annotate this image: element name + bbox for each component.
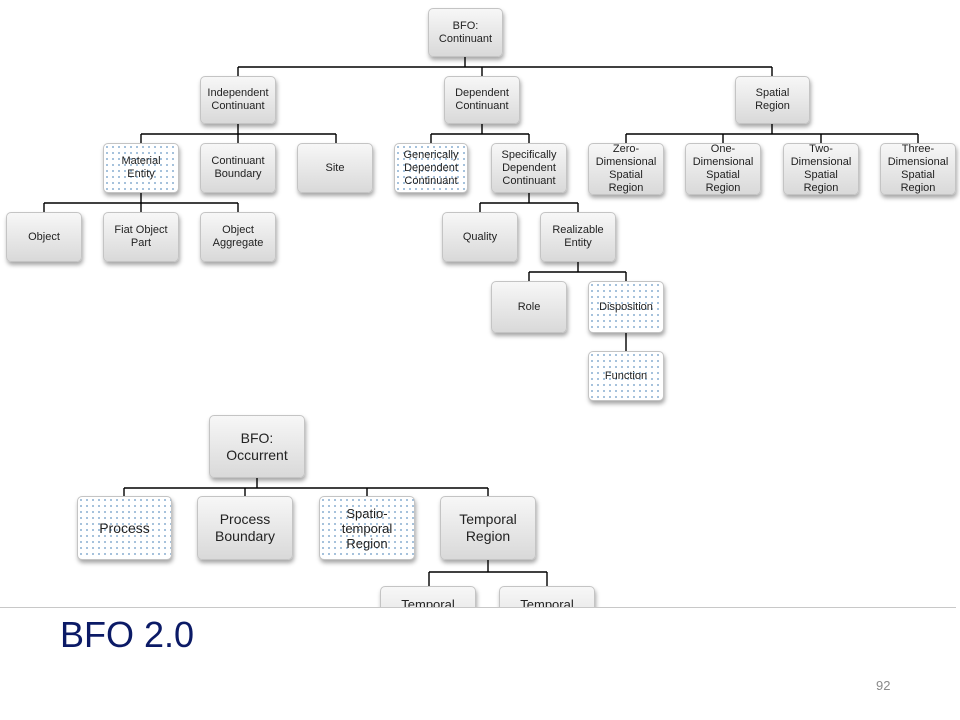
- node-temporal-a: Temporal: [380, 586, 476, 607]
- node-temporal-region: Temporal Region: [440, 496, 536, 560]
- node-fiat-object-part: Fiat Object Part: [103, 212, 179, 262]
- node-one-dimensional-spatial-region: One- Dimensional Spatial Region: [685, 143, 761, 195]
- node-specifically-dependent-continuant: Specifically Dependent Continuant: [491, 143, 567, 193]
- node-temporal-b: Temporal: [499, 586, 595, 607]
- node-object-aggregate: Object Aggregate: [200, 212, 276, 262]
- node-dependent-continuant: Dependent Continuant: [444, 76, 520, 124]
- slide-number: 92: [876, 678, 891, 693]
- node-independent-continuant: Independent Continuant: [200, 76, 276, 124]
- node-zero-dimensional-spatial-region: Zero- Dimensional Spatial Region: [588, 143, 664, 195]
- node-two-dimensional-spatial-region: Two- Dimensional Spatial Region: [783, 143, 859, 195]
- node-disposition: Disposition: [588, 281, 664, 333]
- node-bfo-occurrent: BFO: Occurrent: [209, 415, 305, 478]
- node-generically-dependent-continuant: Generically Dependent Continuant: [394, 143, 468, 193]
- node-spatial-region: Spatial Region: [735, 76, 810, 124]
- node-continuant-boundary: Continuant Boundary: [200, 143, 276, 193]
- node-function: Function: [588, 351, 664, 401]
- node-realizable-entity: Realizable Entity: [540, 212, 616, 262]
- node-object: Object: [6, 212, 82, 262]
- node-process: Process: [77, 496, 172, 560]
- node-material-entity: Material Entity: [103, 143, 179, 193]
- bfo-hierarchy-diagram: BFO: Continuant Independent Continuant D…: [6, 8, 956, 607]
- node-role: Role: [491, 281, 567, 333]
- node-quality: Quality: [442, 212, 518, 262]
- node-site: Site: [297, 143, 373, 193]
- node-three-dimensional-spatial-region: Three- Dimensional Spatial Region: [880, 143, 956, 195]
- node-spatiotemporal-region: Spatio- temporal Region: [319, 496, 415, 560]
- connector-lines: [43, 57, 919, 586]
- footer-divider: [0, 607, 956, 608]
- slide-title: BFO 2.0: [60, 614, 195, 655]
- node-process-boundary: Process Boundary: [197, 496, 293, 560]
- node-bfo-continuant: BFO: Continuant: [428, 8, 503, 57]
